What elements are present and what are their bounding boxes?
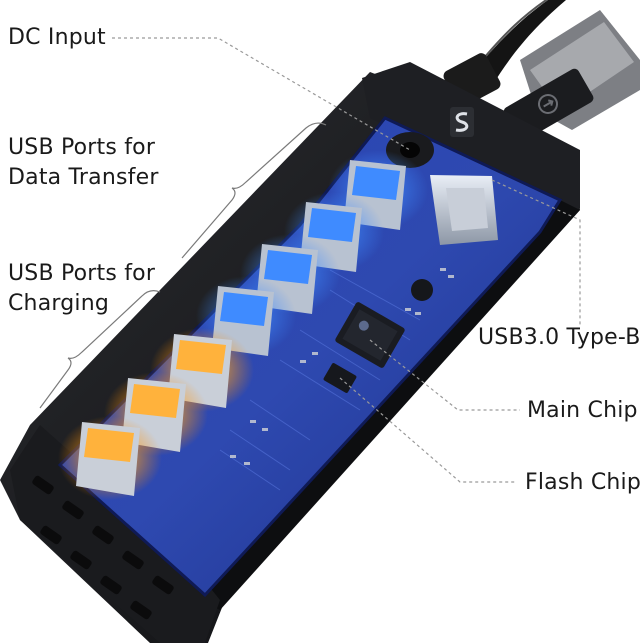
leader-dc-input: [112, 37, 411, 151]
main-chip: [335, 302, 405, 368]
inductor: [411, 279, 433, 301]
callout-leader-lines: [112, 37, 581, 483]
usb-port-charge-3: [58, 416, 162, 500]
callout-brackets: [39, 122, 327, 409]
label-dc-input: DC Input: [8, 25, 106, 50]
bracket-data-transfer: [181, 122, 327, 259]
label-usb3-type-b: USB3.0 Type-B: [478, 325, 640, 350]
cables: [443, 0, 640, 141]
label-flash-chip: Flash Chip: [525, 470, 640, 495]
leader-main-chip: [369, 339, 520, 411]
bracket-charging: [39, 290, 161, 409]
usb-type-b-port: [430, 175, 498, 245]
label-charge-line-1: USB Ports for: [8, 261, 156, 286]
label-data-transfer-ports: USB Ports for Data Transfer: [8, 133, 159, 193]
label-data-line-2: Data Transfer: [8, 165, 159, 190]
usb-type-b-cable: [503, 10, 640, 141]
leader-usb3-type-b: [491, 179, 581, 326]
vent-grille: [32, 475, 174, 620]
charging-ports: [58, 328, 254, 500]
s-logo-icon: [450, 107, 474, 137]
label-data-line-1: USB Ports for: [8, 135, 156, 160]
circuit-board: [57, 116, 563, 598]
label-main-chip: Main Chip: [527, 398, 638, 423]
label-charge-line-2: Charging: [8, 291, 110, 316]
label-charging-ports: USB Ports for Charging: [8, 259, 155, 319]
usb-trident-icon: [538, 94, 558, 114]
leader-flash-chip: [339, 377, 517, 483]
